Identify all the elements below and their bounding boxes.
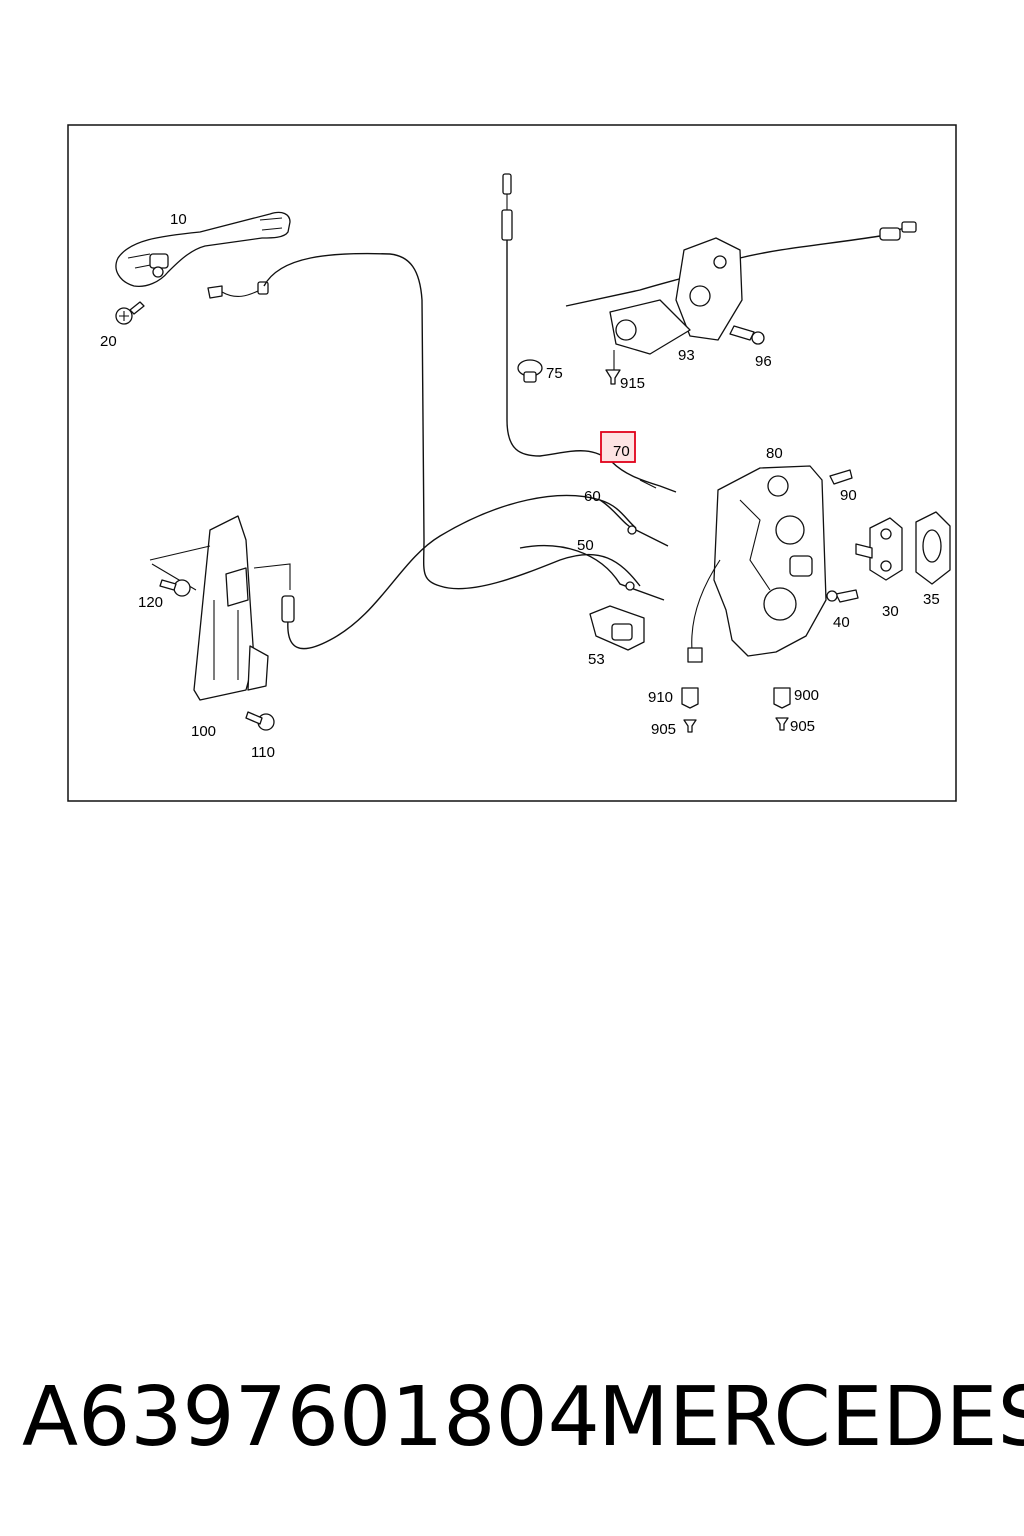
callout-905-left: 905 bbox=[651, 721, 676, 738]
callout-93: 93 bbox=[678, 347, 695, 364]
screw-915 bbox=[605, 369, 621, 385]
cable-60-end bbox=[599, 499, 669, 547]
callout-53: 53 bbox=[588, 651, 605, 668]
striker-30 bbox=[855, 517, 903, 581]
callout-96: 96 bbox=[755, 353, 772, 370]
callout-30: 30 bbox=[882, 603, 899, 620]
callout-40: 40 bbox=[833, 614, 850, 631]
cap-900 bbox=[773, 687, 791, 709]
part-number: A6397601804 bbox=[22, 1370, 600, 1465]
callout-35: 35 bbox=[923, 591, 940, 608]
plate-35 bbox=[915, 511, 951, 585]
screw-40 bbox=[826, 589, 859, 603]
callout-60: 60 bbox=[584, 488, 601, 505]
door-lock-80 bbox=[687, 465, 827, 663]
actuator-93 bbox=[565, 221, 917, 370]
inner-handle-100 bbox=[149, 515, 295, 701]
screw-905-right bbox=[775, 717, 789, 731]
cap-910 bbox=[681, 687, 699, 709]
callout-910: 910 bbox=[648, 689, 673, 706]
footer-caption: A6397601804 MERCEDES bbox=[0, 1370, 1024, 1470]
callout-80: 80 bbox=[766, 445, 783, 462]
cable-70 bbox=[501, 173, 677, 493]
screw-120 bbox=[159, 579, 191, 597]
callout-75: 75 bbox=[546, 365, 563, 382]
callout-905-right: 905 bbox=[790, 718, 815, 735]
callout-20: 20 bbox=[100, 333, 117, 350]
parts-diagram: 10 20 75 915 93 96 70 80 90 60 50 120 30… bbox=[67, 124, 957, 802]
callout-100: 100 bbox=[191, 723, 216, 740]
callout-900: 900 bbox=[794, 687, 819, 704]
callout-110: 110 bbox=[251, 744, 275, 761]
cable-50 bbox=[519, 544, 665, 601]
cable-clip bbox=[207, 281, 269, 299]
screw-110 bbox=[245, 711, 275, 731]
diagram-frame bbox=[67, 124, 957, 802]
screw-90 bbox=[829, 469, 853, 485]
clip-75 bbox=[517, 359, 543, 383]
callout-915: 915 bbox=[620, 375, 645, 392]
screw-20 bbox=[115, 301, 145, 325]
door-handle-part bbox=[115, 211, 291, 288]
callout-70: 70 bbox=[613, 443, 630, 460]
callout-10: 10 bbox=[170, 211, 187, 228]
callout-50: 50 bbox=[577, 537, 594, 554]
callout-120: 120 bbox=[138, 594, 163, 611]
highlight-box-70 bbox=[600, 431, 636, 463]
screw-905-left bbox=[683, 719, 697, 733]
callout-90: 90 bbox=[840, 487, 857, 504]
brand-name: MERCEDES bbox=[598, 1370, 1024, 1465]
screw-96 bbox=[729, 325, 765, 345]
lower-cable bbox=[287, 494, 637, 650]
connector-53 bbox=[589, 605, 645, 651]
handle-cable bbox=[263, 252, 641, 590]
